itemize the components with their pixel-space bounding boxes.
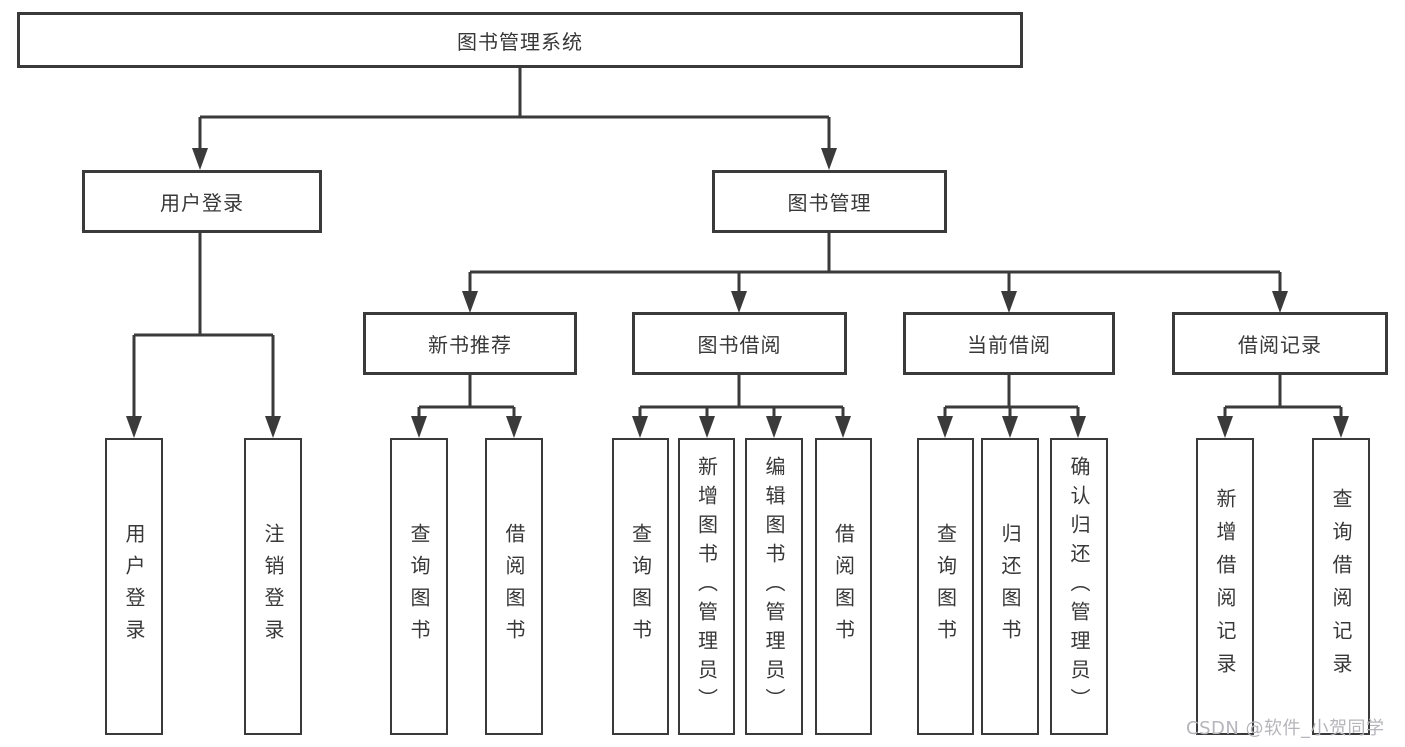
connector-book-management-children (468, 233, 1282, 292)
leaf-add-borrow-record-label: 新增借阅记录 (1213, 487, 1237, 686)
node-book-management-label: 图书管理 (787, 191, 872, 215)
node-borrow-record-label: 借阅记录 (1238, 333, 1322, 357)
connector-new-book-recommend-children (417, 375, 516, 418)
node-book-borrow-label: 图书借阅 (697, 333, 782, 357)
node-user-login: 用户登录 (82, 170, 322, 233)
leaf-confirm-return-admin: 确认归还（管理员） (1050, 438, 1108, 735)
leaf-borrow-book-recommend-label: 借阅图书 (502, 522, 526, 651)
node-root-label: 图书管理系统 (457, 29, 583, 54)
leaf-query-book-recommend-label: 查询图书 (407, 522, 431, 651)
leaf-logout: 注销登录 (244, 438, 302, 735)
node-borrow-record: 借阅记录 (1172, 312, 1388, 375)
leaf-query-book-current-label: 查询图书 (933, 522, 958, 651)
leaf-add-book-admin: 新增图书（管理员） (678, 438, 735, 735)
node-current-borrow: 当前借阅 (903, 312, 1115, 375)
leaf-user-login-label: 用户登录 (122, 522, 146, 651)
connector-root-to-level2 (198, 68, 831, 150)
node-root: 图书管理系统 (17, 12, 1023, 68)
connector-borrow-record-children (1223, 375, 1343, 418)
node-book-management: 图书管理 (712, 170, 947, 233)
leaf-query-book-borrow: 查询图书 (612, 438, 669, 735)
leaf-add-book-admin-label: 新增图书（管理员） (694, 456, 719, 717)
node-new-book-recommend: 新书推荐 (363, 312, 577, 375)
connector-user-login-children (132, 233, 275, 418)
leaf-query-book-current: 查询图书 (917, 438, 974, 735)
connector-book-borrow-children (638, 375, 845, 418)
leaf-borrow-book-label: 借阅图书 (831, 522, 856, 651)
leaf-add-borrow-record: 新增借阅记录 (1196, 438, 1254, 735)
leaf-return-book-label: 归还图书 (998, 522, 1022, 651)
leaf-logout-label: 注销登录 (261, 522, 285, 651)
watermark-text: CSDN @软件_小贺同学 (1186, 718, 1385, 739)
arrowheads (126, 148, 1349, 438)
node-new-book-recommend-label: 新书推荐 (428, 333, 512, 357)
leaf-borrow-book-recommend: 借阅图书 (485, 438, 543, 735)
leaf-query-book-borrow-label: 查询图书 (628, 522, 653, 651)
leaf-edit-book-admin: 编辑图书（管理员） (745, 438, 803, 735)
leaf-user-login: 用户登录 (105, 438, 163, 735)
leaf-edit-book-admin-label: 编辑图书（管理员） (762, 456, 786, 717)
leaf-query-borrow-record-label: 查询借阅记录 (1329, 487, 1353, 686)
node-current-borrow-label: 当前借阅 (967, 333, 1051, 357)
leaf-return-book: 归还图书 (981, 438, 1039, 735)
connector-current-borrow-children (943, 375, 1080, 418)
leaf-borrow-book: 借阅图书 (815, 438, 872, 735)
leaf-query-book-recommend: 查询图书 (390, 438, 448, 735)
node-user-login-label: 用户登录 (160, 191, 244, 215)
node-book-borrow: 图书借阅 (632, 312, 847, 375)
leaf-confirm-return-admin-label: 确认归还（管理员） (1067, 456, 1091, 717)
leaf-query-borrow-record: 查询借阅记录 (1312, 438, 1370, 735)
